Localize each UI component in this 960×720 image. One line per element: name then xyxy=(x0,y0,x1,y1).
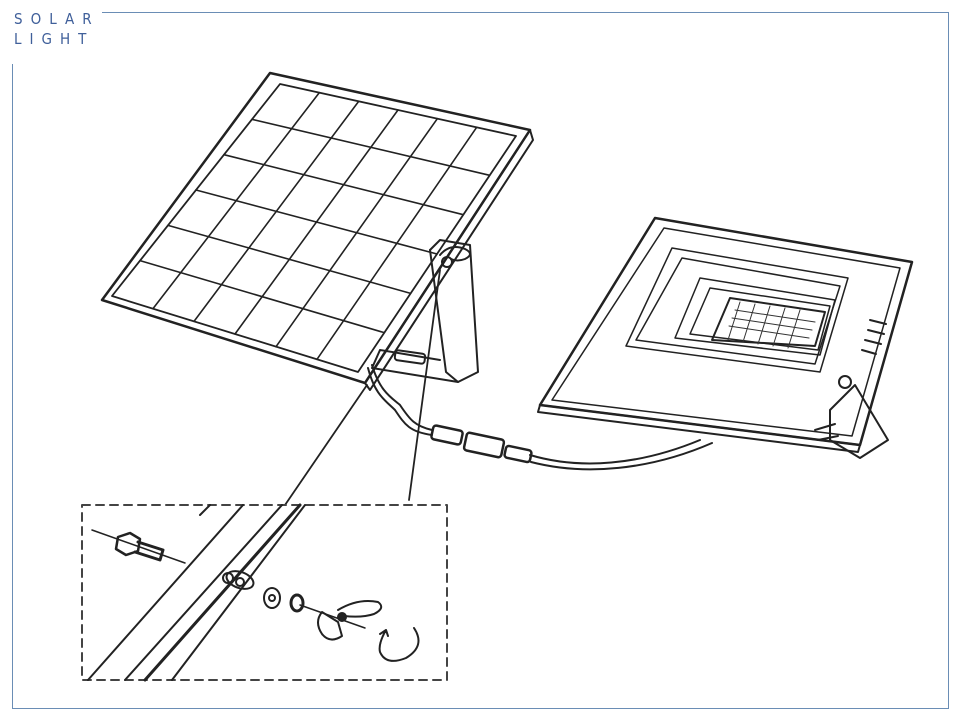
cell-grid-row-line xyxy=(251,118,491,177)
flood-light xyxy=(537,216,914,459)
washer-nut-icon xyxy=(222,570,383,641)
detail-inset xyxy=(81,503,448,682)
bolt-icon xyxy=(91,529,186,564)
solar-panel xyxy=(100,71,534,391)
page-title: SOLAR LIGHT xyxy=(14,9,100,49)
cell-grid-row-line xyxy=(167,224,412,295)
cell-grid-row-line xyxy=(223,153,465,216)
cable-connector xyxy=(367,364,713,471)
leader-line-bracket xyxy=(408,269,441,501)
title-line-1: SOLAR xyxy=(14,10,100,28)
frame-border-right xyxy=(948,12,949,709)
leader-line-pole xyxy=(284,384,368,506)
title-line-2: LIGHT xyxy=(14,30,95,48)
frame-border-left xyxy=(12,64,13,709)
panel-bracket xyxy=(371,239,479,383)
rotate-arrow-icon xyxy=(378,627,420,662)
frame-border-top xyxy=(102,12,949,13)
led-array xyxy=(727,301,816,349)
cell-grid-row-line xyxy=(195,189,438,255)
solar-cell-grid xyxy=(139,91,491,361)
cell-grid-row-line xyxy=(139,259,386,334)
frame-border-bottom xyxy=(12,708,949,709)
